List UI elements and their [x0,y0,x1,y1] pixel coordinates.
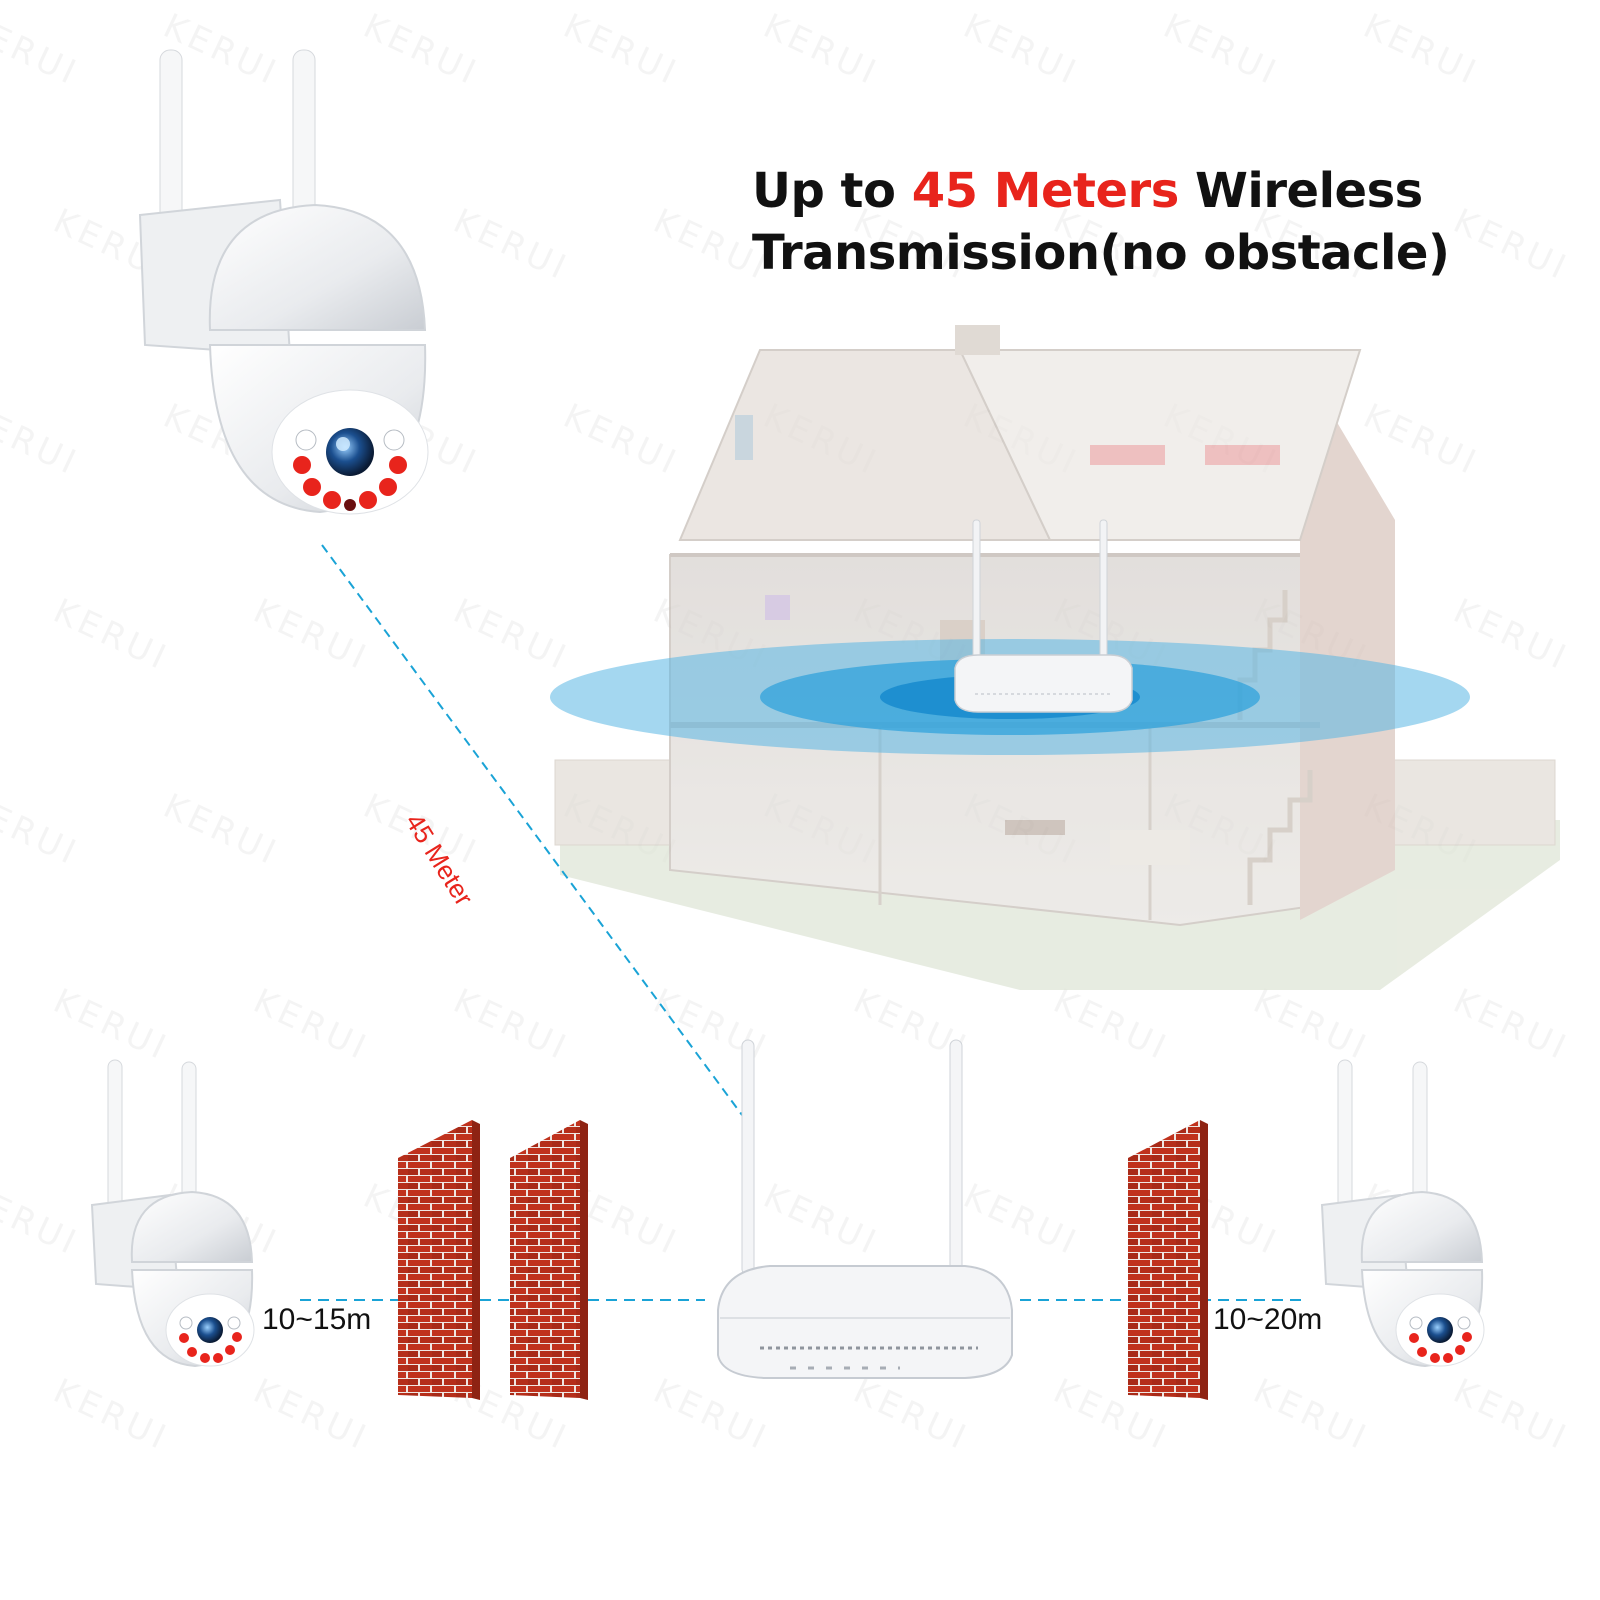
diagonal-distance-line [321,544,743,1116]
camera-large-icon [138,49,429,515]
headline-prefix: Up to [752,163,912,219]
camera-left-icon [90,1059,255,1368]
headline-line-1: Up to 45 Meters Wireless [752,160,1572,222]
left-distance-label: 10~15m [262,1303,372,1336]
brick-wall-1-icon [398,1120,480,1400]
camera-right-icon [1320,1059,1485,1368]
brick-wall-2-icon [510,1120,588,1400]
router-icon-small [954,519,1133,713]
headline-line-2: Transmission(no obstacle) [752,225,1450,281]
right-distance-label: 10~20m [1213,1303,1323,1336]
headline-suffix: Wireless [1178,163,1423,219]
headline-highlight: 45 Meters [911,163,1180,219]
brick-wall-3-icon [1128,1120,1208,1400]
headline: Up to 45 Meters Wireless Transmission(no… [752,160,1572,284]
nvr-router-icon [717,1039,1013,1379]
